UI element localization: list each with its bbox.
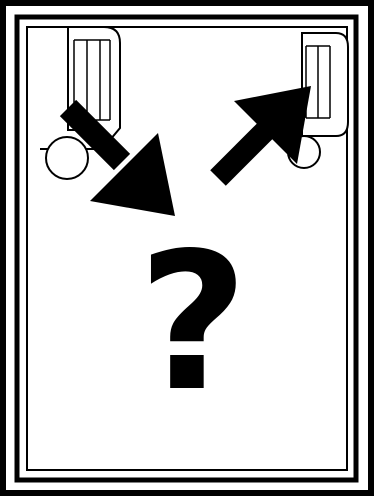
arrow-down-right-icon: [59, 99, 175, 216]
arrow-up-right-icon: [210, 86, 311, 186]
inner-border: [14, 14, 359, 483]
question-mark-icon: ?: [138, 212, 248, 433]
inner-border-thin: [26, 26, 348, 471]
question-mark: ?: [138, 212, 248, 433]
